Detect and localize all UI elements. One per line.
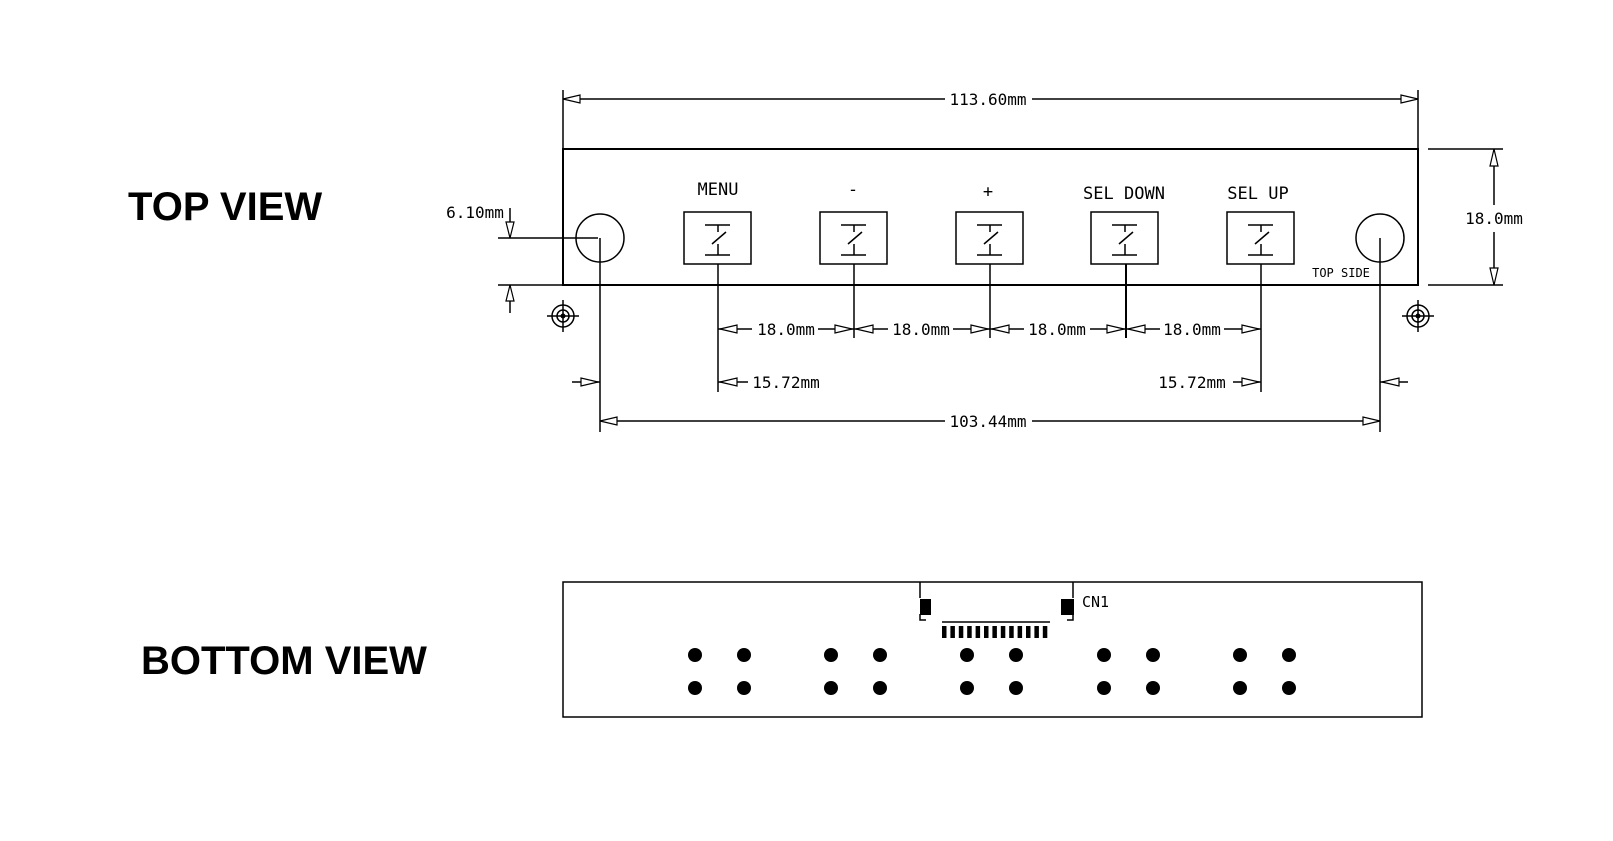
pitch-1-label: 18.0mm [757,320,815,339]
connector-pin [1000,626,1006,638]
solder-pad [1097,681,1111,695]
overall-height-label: 18.0mm [1465,209,1523,228]
sel-down-button-label: SEL DOWN [1083,184,1165,204]
pitch-dimensions [718,324,1261,334]
hole-spacing-label: 103.44mm [949,412,1026,431]
connector-pin [1026,626,1031,638]
solder-pad [824,648,838,662]
connector-pin [984,626,989,638]
connector-pin [1042,626,1048,638]
bottom-board-outline [562,581,1423,718]
solder-pad [1009,648,1023,662]
pitch-4-label: 18.0mm [1163,320,1221,339]
solder-pads [688,648,1296,695]
solder-pad [737,648,751,662]
sel-up-button-label: SEL UP [1227,184,1288,204]
solder-pad [960,681,974,695]
solder-pad [1146,681,1160,695]
overall-width-label: 113.60mm [949,90,1026,109]
connector-pin [958,626,964,638]
solder-pad [873,648,887,662]
edge-offset-dimensions [572,377,1408,387]
connector-pin [950,626,955,638]
solder-pad [1233,681,1247,695]
connector-pin [942,626,947,638]
hole-offset-label: 6.10mm [446,203,504,222]
overall-height-dimension [1428,148,1503,286]
bottom-view: CN1 [562,581,1423,718]
right-registration-mark [1402,300,1434,332]
extension-lines [599,238,1381,432]
menu-switch [683,211,752,265]
right-offset-label: 15.72mm [1158,373,1225,392]
overall-width-dimension [562,90,1419,149]
minus-switch [819,211,888,265]
solder-pad [688,648,702,662]
cn1-pin-row [942,626,1048,638]
plus-switch [955,211,1024,265]
sel-up-switch [1226,211,1295,265]
left-registration-mark [547,300,579,332]
cn1-label: CN1 [1082,593,1109,611]
top-side-label: TOP SIDE [1312,266,1370,280]
solder-pad [1146,648,1160,662]
connector-pin [1009,626,1014,638]
connector-pin [1017,626,1023,638]
solder-pad [873,681,887,695]
menu-button-label: MENU [698,180,739,200]
minus-button-label: - [848,180,858,200]
solder-pad [1097,648,1111,662]
top-view-title: TOP VIEW [128,185,322,229]
bottom-view-title: BOTTOM VIEW [141,639,427,683]
solder-pad [960,648,974,662]
top-view: MENU - + SEL DOWN SEL UP TOP SIDE 113.60… [446,90,1523,432]
connector-pin [967,626,972,638]
connector-pin [975,626,981,638]
connector-pin [1034,626,1039,638]
solder-pad [1282,648,1296,662]
solder-pad [824,681,838,695]
solder-pad [737,681,751,695]
hole-spacing-dimension [599,416,1381,426]
pitch-3-label: 18.0mm [1028,320,1086,339]
left-offset-label: 15.72mm [752,373,819,392]
connector-pin [992,626,997,638]
solder-pad [688,681,702,695]
solder-pad [1009,681,1023,695]
pitch-2-label: 18.0mm [892,320,950,339]
plus-button-label: + [983,182,993,202]
hole-offset-dimension [498,208,598,313]
cn1-connector [919,582,1074,638]
solder-pad [1282,681,1296,695]
solder-pad [1233,648,1247,662]
sel-down-switch [1090,211,1159,265]
